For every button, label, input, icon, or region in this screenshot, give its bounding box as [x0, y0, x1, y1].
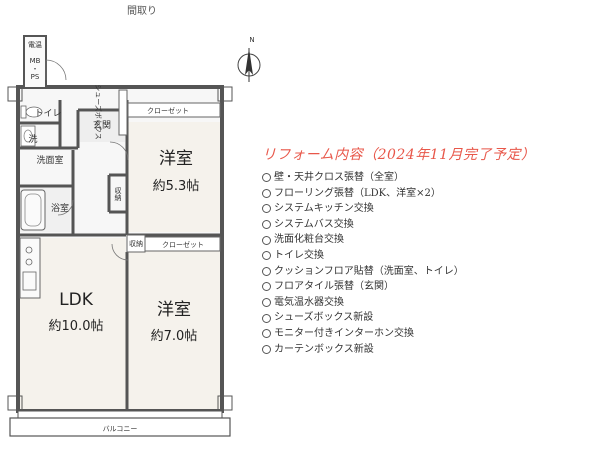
circle-bullet-icon — [262, 204, 271, 214]
reform-item: モニター付きインターホン交換 — [262, 326, 592, 342]
reform-item: フローリング張替（LDK、洋室×2） — [262, 186, 592, 202]
circle-bullet-icon — [262, 313, 271, 323]
sen-label: 洗 — [28, 133, 37, 145]
circle-bullet-icon — [262, 188, 271, 198]
youshitsu-b-name: 洋室 — [157, 300, 191, 320]
youshitsu-a-size: 約5.3帖 — [153, 179, 200, 194]
balcony-label: バルコニー — [103, 425, 138, 433]
youshitsu-b-floor — [128, 238, 220, 409]
kitchen-counter — [19, 237, 41, 299]
circle-bullet-icon — [262, 173, 271, 183]
genkan-label: 玄関 — [93, 119, 111, 131]
reform-item: カーテンボックス新設 — [262, 342, 592, 358]
closet-b-label: クローゼット — [162, 240, 204, 249]
doors — [45, 59, 129, 261]
reform-item-label: システムキッチン交換 — [274, 203, 374, 215]
reform-item-label: 壁・天井クロス張替（全室） — [274, 172, 404, 183]
circle-bullet-icon — [262, 266, 271, 276]
reform-item: 洗面化粧台交換 — [262, 232, 592, 248]
reform-item-label: 電気温水器交換 — [274, 296, 344, 308]
mbps-mb-label: MB — [30, 57, 41, 65]
reform-list: 壁・天井クロス張替（全室） フローリング張替（LDK、洋室×2） システムキッチン交… — [262, 170, 592, 357]
room-fills — [20, 112, 220, 409]
reform-item-label: クッションフロア貼替（洗面室、トイレ） — [274, 265, 464, 277]
reform-item-label: トイレ交換 — [274, 249, 324, 261]
bathtub — [20, 189, 46, 231]
interior-walls — [18, 100, 222, 411]
shuno-a-label: 収納 — [114, 187, 122, 202]
mbps-ps-label: PS — [31, 73, 40, 81]
reform-item: クッションフロア貼替（洗面室、トイレ） — [262, 264, 592, 280]
reform-item: 電気温水器交換 — [262, 295, 592, 311]
circle-bullet-icon — [262, 344, 271, 354]
compass-north-label: N — [249, 36, 254, 44]
reform-item: フロアタイル張替（玄関） — [262, 279, 592, 295]
circle-bullet-icon — [262, 298, 271, 308]
reform-item-label: フロアタイル張替（玄関） — [274, 281, 394, 293]
closets — [118, 89, 221, 253]
closet-a-label: クローゼット — [147, 106, 189, 115]
reform-title: リフォーム内容（2024年11月完了予定） — [262, 147, 536, 163]
mbps-dot-label: ・ — [32, 65, 39, 73]
youshitsu-b-size: 約7.0帖 — [151, 329, 198, 344]
north-compass-icon: N — [237, 36, 261, 82]
senmen-floor — [20, 150, 78, 185]
reform-item-label: 洗面化粧台交換 — [274, 234, 344, 246]
circle-bullet-icon — [262, 235, 271, 245]
reform-item-label: システムバス交換 — [274, 218, 354, 230]
reform-item: トイレ交換 — [262, 248, 592, 264]
floor-plan: 電温 MB ・ PS トイレ 玄関 洗 洗面室 浴室 シューズボックス 収納 収… — [7, 35, 261, 437]
reform-panel: リフォーム内容（2024年11月完了予定） 壁・天井クロス張替（全室） フローリン… — [262, 144, 592, 357]
circle-bullet-icon — [262, 251, 271, 261]
reform-item-label: モニター付きインターホン交換 — [274, 327, 414, 339]
reform-item-label: フローリング張替（LDK、洋室×2） — [274, 187, 441, 199]
circle-bullet-icon — [262, 282, 271, 292]
sink-fixture — [20, 125, 36, 147]
ldk-name: LDK — [59, 290, 94, 310]
balcony — [7, 86, 233, 437]
reform-item: シューズボックス新設 — [262, 310, 592, 326]
shuno-b-label: 収納 — [129, 239, 143, 248]
shoes-box-label: シューズボックス — [94, 84, 103, 139]
reform-item: システムキッチン交換 — [262, 201, 592, 217]
reform-item: 壁・天井クロス張替（全室） — [262, 170, 592, 186]
toilet-fixture — [20, 105, 43, 119]
reform-item: システムバス交換 — [262, 217, 592, 233]
floorplan-title: 間取り — [127, 6, 157, 17]
yokushitsu-label: 浴室 — [51, 202, 69, 214]
youshitsu-a-floor — [128, 122, 220, 232]
genkan-floor — [80, 112, 125, 142]
toilet-label: トイレ — [34, 109, 61, 119]
reform-item-label: カーテンボックス新設 — [274, 343, 374, 355]
circle-bullet-icon — [262, 220, 271, 230]
reform-item-label: シューズボックス新設 — [274, 312, 374, 324]
senmenjo-label: 洗面室 — [36, 154, 63, 166]
ldk-size: 約10.0帖 — [49, 319, 104, 334]
denki-label: 電温 — [28, 40, 42, 49]
circle-bullet-icon — [262, 329, 271, 339]
youshitsu-a-name: 洋室 — [159, 149, 193, 169]
